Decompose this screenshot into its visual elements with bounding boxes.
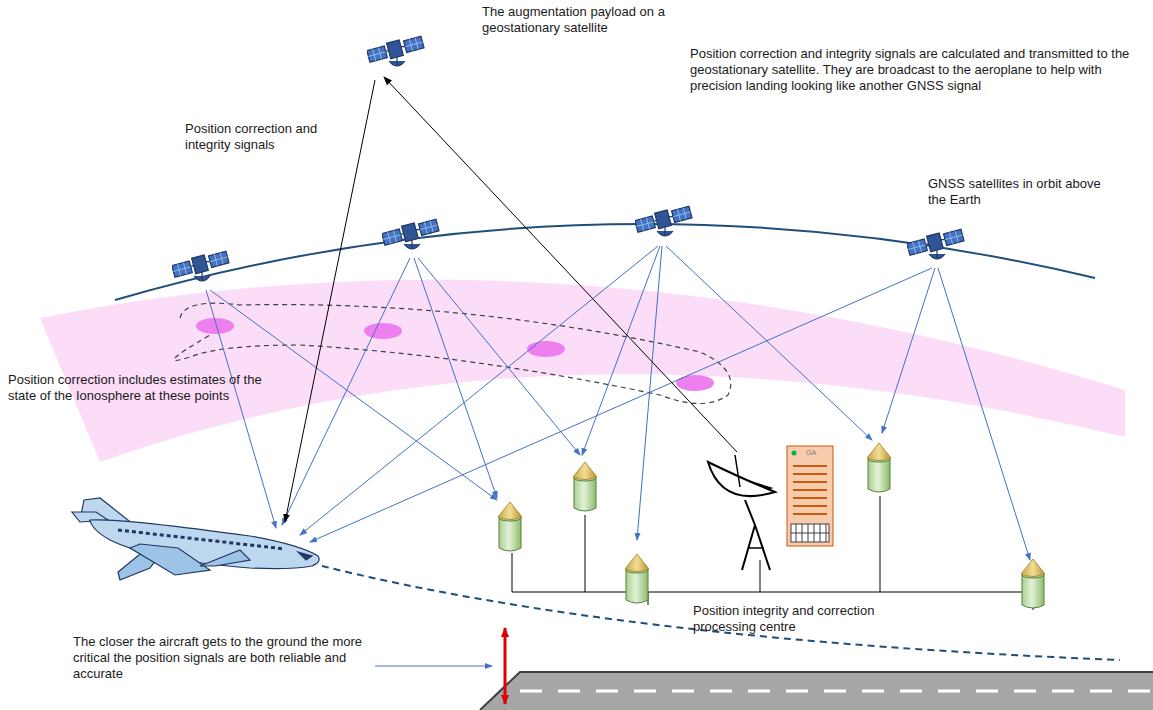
- satellite-caption: The augmentation payload on a geostation…: [482, 4, 717, 36]
- rack-tag: GA: [806, 449, 830, 457]
- constellation-caption: GNSS satellites in orbit above the Earth: [928, 176, 1108, 208]
- signal-caption: Position correction and integrity signal…: [185, 121, 360, 153]
- approach-note: The closer the aircraft gets to the grou…: [73, 634, 373, 682]
- processing-centre-caption: Position integrity and correction proces…: [693, 603, 893, 635]
- ionosphere-caption: Position correction includes estimates o…: [8, 372, 283, 404]
- process-note: Position correction and integrity signal…: [690, 46, 1145, 94]
